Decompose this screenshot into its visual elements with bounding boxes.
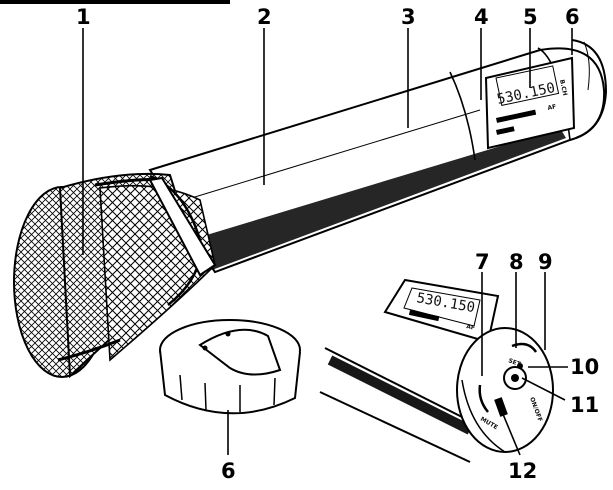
- callout-6-top: 6: [565, 5, 580, 29]
- display-side-marks: B.CH: [558, 79, 568, 96]
- callout-9: 9: [538, 250, 553, 274]
- callout-6-bottom: 6: [221, 459, 236, 483]
- detached-end-cap: [159, 319, 301, 415]
- callout-1: 1: [76, 5, 91, 29]
- display-battery-bar: [496, 126, 515, 135]
- detail-display-bar: [408, 310, 440, 322]
- header-rule: [0, 0, 230, 4]
- callout-8: 8: [509, 250, 524, 274]
- control-end-detail: [319, 278, 554, 463]
- callout-4: 4: [474, 5, 489, 29]
- microphone-body: [148, 39, 608, 274]
- set-button: [511, 342, 538, 353]
- callout-11: 11: [570, 393, 599, 417]
- callout-12: 12: [508, 459, 537, 483]
- microphone-grille: [13, 172, 217, 379]
- mute-switch: [478, 384, 489, 413]
- leader-lines: [82, 28, 573, 456]
- display-bar-mark: AF: [547, 103, 557, 112]
- detail-display-bar-mark: AF: [466, 323, 476, 332]
- callout-5: 5: [523, 5, 538, 29]
- callout-3: 3: [401, 5, 416, 29]
- display-level-bar: [495, 109, 537, 123]
- callout-2: 2: [257, 5, 272, 29]
- callout-10: 10: [570, 355, 599, 379]
- set-button-label: SET: [507, 357, 522, 368]
- callout-7: 7: [475, 250, 490, 274]
